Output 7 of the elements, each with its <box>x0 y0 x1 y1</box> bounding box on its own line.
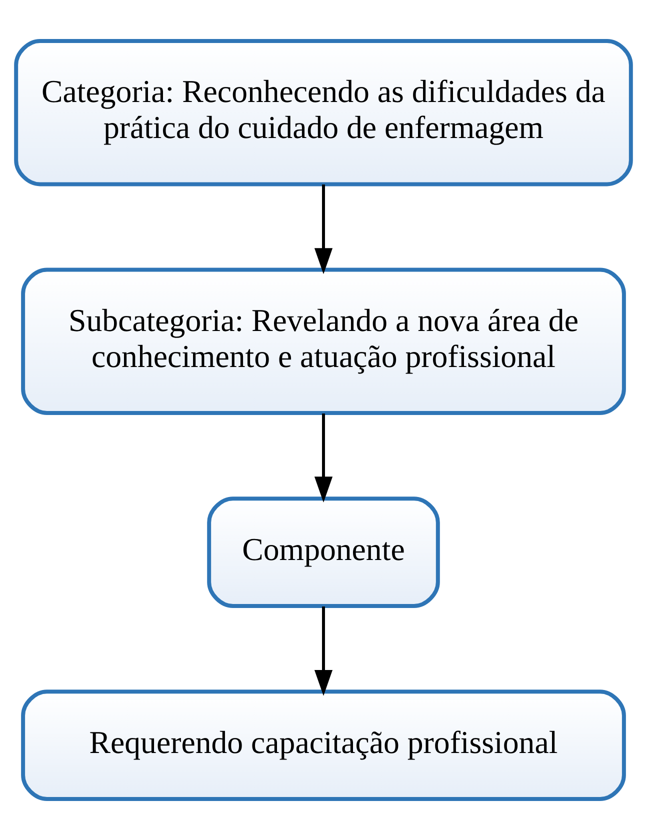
arrow <box>314 606 333 696</box>
node-box: Categoria: Reconhecendo as dificuldades da prática do cuidado de enfermagem <box>14 38 633 186</box>
node-box: Subcategoria: Revelando a nova área de conhecimento e atuação profissional <box>21 268 626 416</box>
arrow <box>314 413 333 503</box>
arrow <box>314 184 333 274</box>
node-box: Componente <box>207 496 440 608</box>
node-box: Requerendo capacitação profissional <box>21 690 626 802</box>
